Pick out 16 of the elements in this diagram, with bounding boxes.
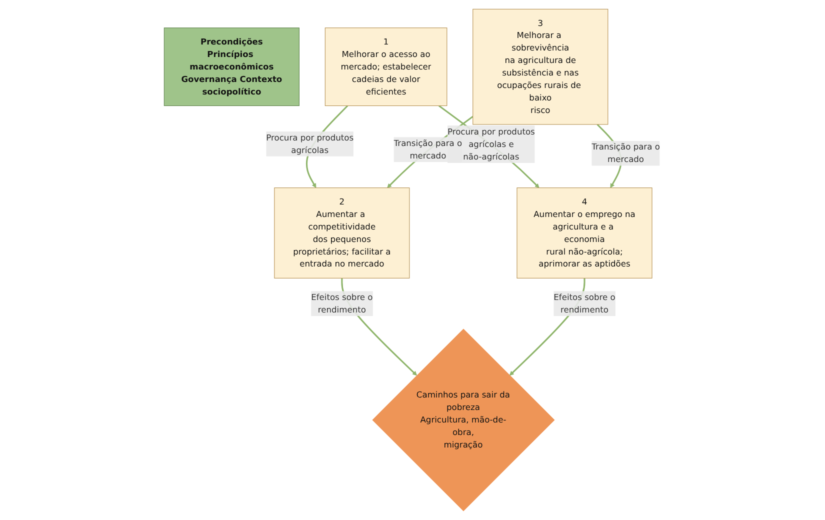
edge-label: agrícolas e [469,139,514,149]
edge-label: Transição para o mercado [592,142,660,164]
node-box [164,28,300,106]
arrow [438,105,540,188]
edge-label: Procura por produtos [448,126,536,136]
node-box [274,188,410,278]
node-diamond [372,328,556,512]
node-box [517,188,653,278]
edge-label: não-agrícolas [464,152,520,162]
node-box [473,8,609,125]
edge-label: Efeitos sobre o rendimento [312,292,374,315]
edge-label: Procura por produtos agrícolas [266,132,354,155]
edge-label: Transição para o mercado [394,138,462,161]
diagram: Procura por produtos agrícolas Procura por produtos agrícolas e não-agrícolas Efeitos sobre o rendimento Efeitos sobre o rendimento Transição para o mercado Transição para o mercado Precondições Princípios macroeconômicos Governança Contexto sociopolítico 1 Melhorar o acesso ao mercado; estabelecer cadeias de valor eficientes 2 Aumentar a competitividade dos pequenos proprietários; facilitar a entrada no mercado Caminhos para sair da pobreza Agricultura, mão-de-obra, migração 4 Aumentar o emprego na agricultura e a economia rural não-agrícola; aprimorar as aptidões 3 Melhorar a sobrevivência na agricultura de subsistência e nas ocupações rurais de baixo risco [160,5,665,515]
edge-label: Efeitos sobre o rendimento [554,292,616,315]
node-box [325,28,448,106]
